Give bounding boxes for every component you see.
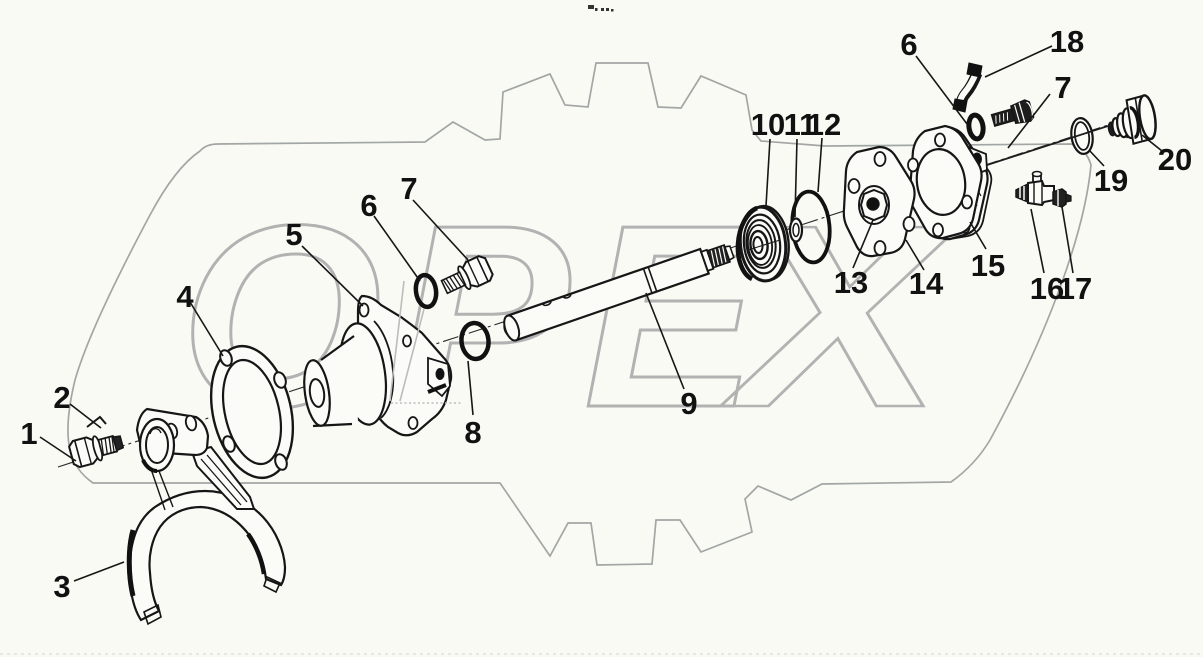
svg-text:6: 6 bbox=[900, 27, 917, 62]
svg-text:6: 6 bbox=[360, 188, 377, 223]
svg-text:5: 5 bbox=[285, 217, 302, 252]
svg-text:17: 17 bbox=[1058, 271, 1092, 306]
svg-text:16: 16 bbox=[1030, 271, 1064, 306]
svg-text:7: 7 bbox=[400, 171, 417, 206]
svg-text:13: 13 bbox=[834, 265, 868, 300]
svg-text:10: 10 bbox=[751, 107, 785, 142]
svg-text:19: 19 bbox=[1094, 163, 1128, 198]
svg-text:20: 20 bbox=[1158, 142, 1192, 177]
svg-text:4: 4 bbox=[176, 279, 194, 314]
svg-text:7: 7 bbox=[1054, 70, 1071, 105]
svg-text:1: 1 bbox=[20, 416, 37, 451]
svg-text:11: 11 bbox=[784, 107, 817, 142]
svg-text:9: 9 bbox=[680, 386, 697, 421]
svg-text:14: 14 bbox=[909, 266, 944, 301]
svg-text:12: 12 bbox=[807, 107, 841, 142]
svg-text:8: 8 bbox=[464, 415, 481, 450]
svg-text:3: 3 bbox=[53, 569, 70, 604]
svg-text:18: 18 bbox=[1050, 24, 1084, 59]
svg-text:15: 15 bbox=[971, 248, 1005, 283]
svg-text:2: 2 bbox=[53, 380, 70, 415]
